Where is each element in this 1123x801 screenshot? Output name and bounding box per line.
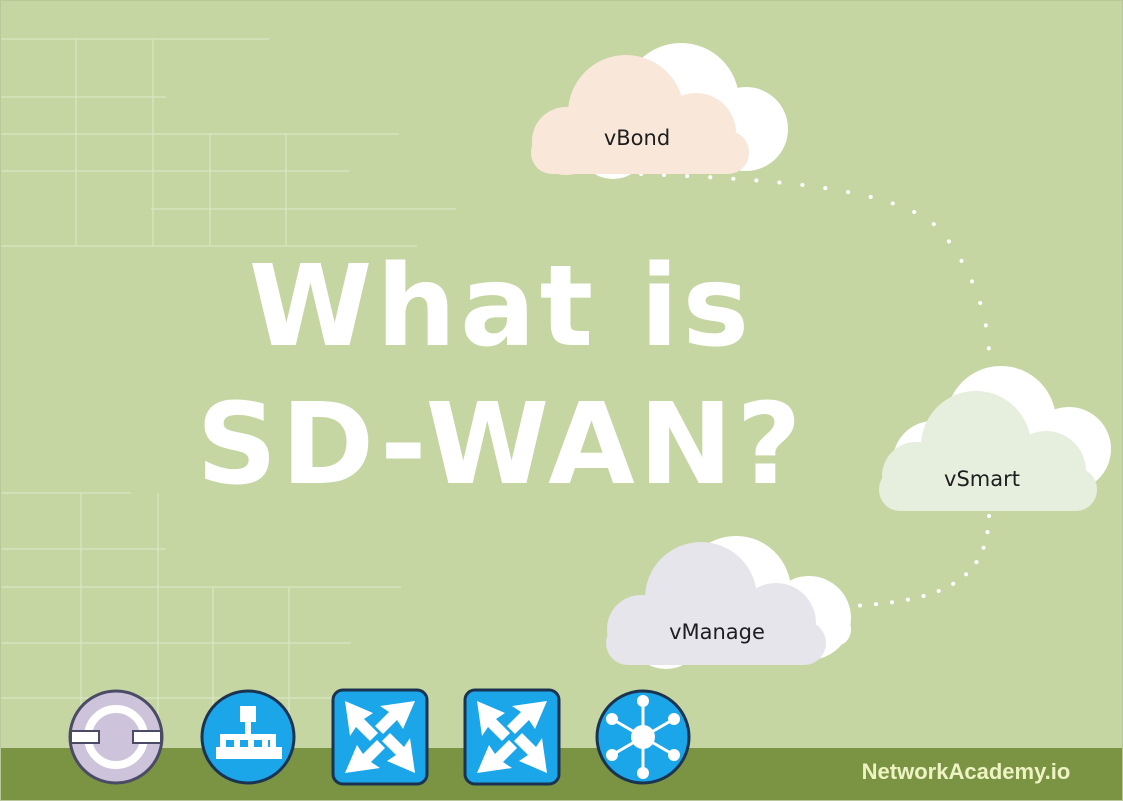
vmanage-label: vManage xyxy=(669,620,765,644)
wan-optimizer-icon xyxy=(68,689,164,785)
vbond-label: vBond xyxy=(603,126,671,150)
brand-label: NetworkAcademy.io xyxy=(861,759,1071,784)
ground-strip xyxy=(1,748,1122,800)
router-arrows-icon xyxy=(331,688,429,786)
router-arrows-icon xyxy=(463,688,561,786)
vsmart-cloud xyxy=(879,366,1111,511)
hub-node-icon xyxy=(595,689,691,785)
vmanage-cloud-front xyxy=(606,542,826,665)
vsmart-cloud-front xyxy=(879,391,1097,511)
headline-line-1: What is xyxy=(248,242,754,372)
vmanage-cloud xyxy=(606,536,851,669)
vbond-cloud-front xyxy=(531,55,749,175)
switch-hierarchy-icon xyxy=(200,689,296,785)
vsmart-label: vSmart xyxy=(944,467,1020,491)
headline-line-2: SD-WAN? xyxy=(196,380,806,510)
vbond-cloud xyxy=(531,43,788,179)
